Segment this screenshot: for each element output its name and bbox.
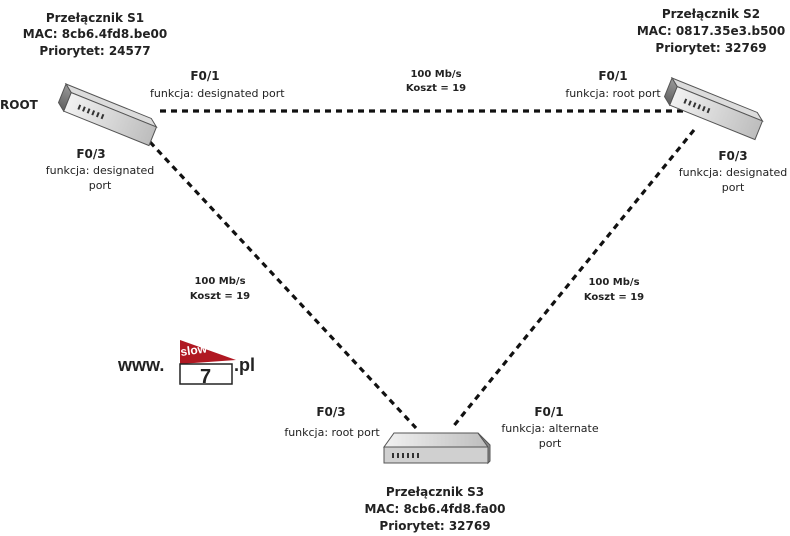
s2-f03-role: funkcja: designated port [673,165,790,195]
s1-f03-port: F0/3 [76,147,106,161]
link-s2-s3-speed: 100 Mb/s [588,277,640,288]
logo-num: 7 [200,366,211,388]
s3-f01-port: F0/1 [534,405,564,419]
s1-name: Przełącznik S1 [45,11,145,25]
s1-f01-port: F0/1 [190,69,220,83]
switch-s3-icon[interactable] [383,432,491,465]
s2-priority: Priorytet: 32769 [655,41,767,55]
link-s1-s2-speed: 100 Mb/s [410,69,462,80]
s2-f03-role-l1: funkcja: designated [678,166,788,179]
s2-f01-port: F0/1 [598,69,628,83]
s2-name: Przełącznik S2 [661,7,761,21]
s3-name: Przełącznik S3 [385,485,485,499]
logo-top: slow [179,341,208,359]
s1-f03-role-l1: funkcja: designated [45,164,155,177]
s1-f01-role: funkcja: designated port [150,87,285,100]
link-s1-s3-cost: Koszt = 19 [189,291,251,302]
s3-f01-role-l2: port [538,437,562,450]
switch-s1-icon[interactable] [56,82,158,147]
link-s2-s3-cost: Koszt = 19 [583,292,645,303]
s3-f01-role-l1: funkcja: alternate [501,422,599,435]
s1-f03-role-l2: port [88,179,112,192]
s1-mac: MAC: 8cb6.4fd8.be00 [22,27,168,41]
link-s2-s3 [450,128,696,430]
s3-f03-role: funkcja: root port [284,426,380,439]
logo-suffix: .pl [234,355,255,375]
s3-f01-role: funkcja: alternate port [490,421,610,451]
s3-f03-port: F0/3 [316,405,346,419]
s3-priority: Priorytet: 32769 [379,519,491,533]
s2-mac: MAC: 0817.35e3.b500 [636,24,786,38]
link-s1-s3-speed: 100 Mb/s [194,276,246,287]
link-s1-s2-cost: Koszt = 19 [405,83,467,94]
switch-s2-icon[interactable] [662,76,764,141]
slow7-logo: www. slow 7 .pl [117,338,278,388]
s3-mac: MAC: 8cb6.4fd8.fa00 [364,502,506,516]
s1-priority: Priorytet: 24577 [39,44,151,58]
s2-f01-role: funkcja: root port [565,87,661,100]
s2-f03-port: F0/3 [718,149,748,163]
s1-f03-role: funkcja: designated port [40,163,160,193]
s2-f03-role-l2: port [721,181,745,194]
logo-prefix: www. [118,355,164,375]
s1-root-tag: ROOT [0,98,38,112]
